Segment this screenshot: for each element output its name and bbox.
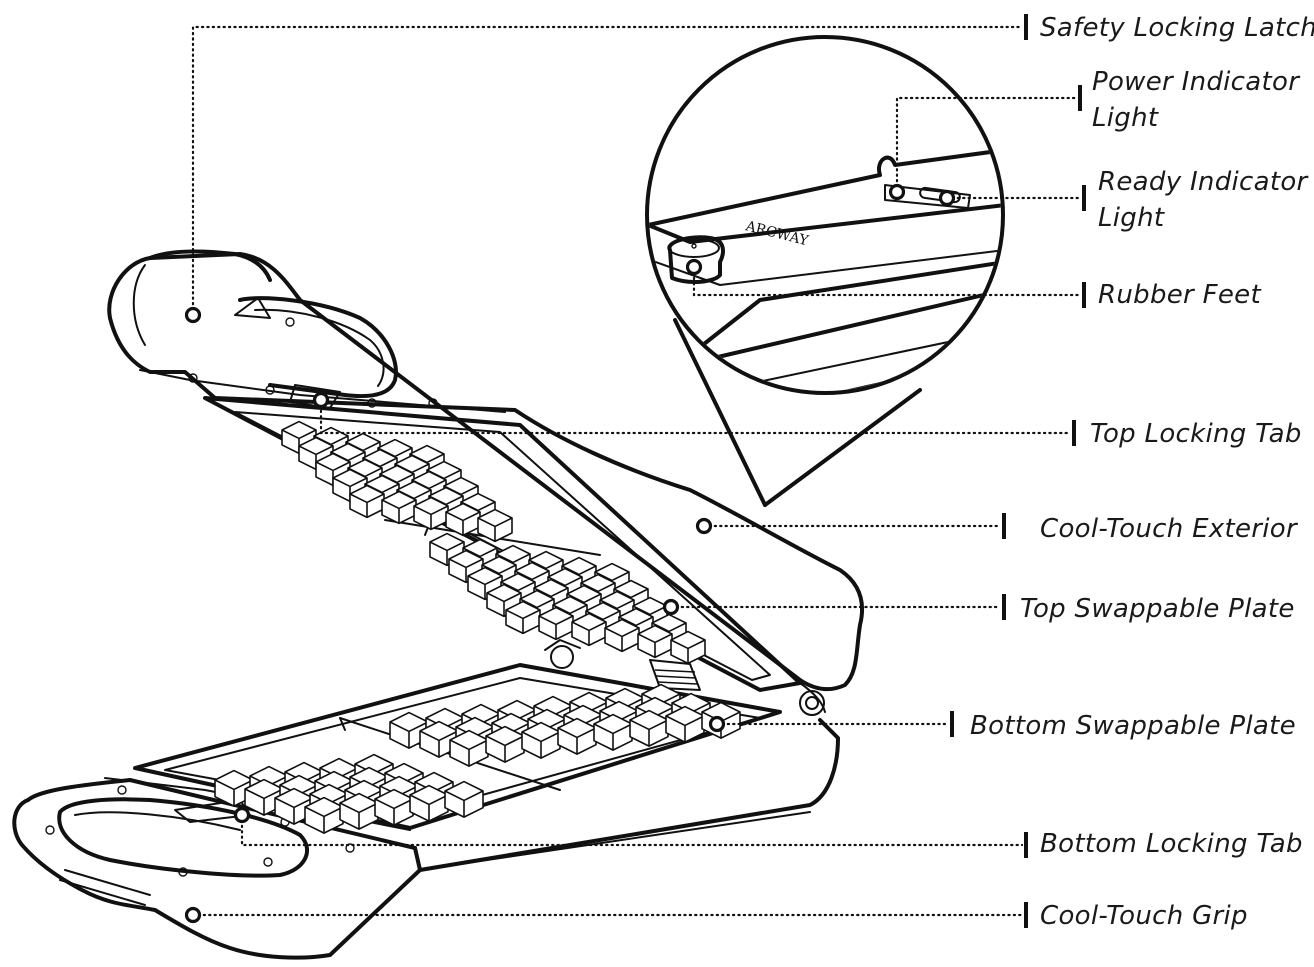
ready-indicator-light-marker: [938, 189, 956, 207]
safety-locking-latch-label: Safety Locking Latch: [1040, 13, 1314, 43]
bottom-locking-tab-leader-line: [240, 813, 1024, 847]
magnified-inset: ARCWAY: [645, 35, 1005, 507]
ready-indicator-light-label-line: Light: [1098, 203, 1165, 233]
top-swappable-plate-marker: [662, 598, 680, 616]
waffle-cube: [419, 720, 459, 758]
rubber-feet-leader-line: [692, 265, 1082, 297]
cool-touch-exterior-marker: [695, 517, 713, 535]
cool-touch-exterior-label: Cool-Touch Exterior: [1040, 514, 1299, 544]
top-swappable-plate-label-line: Top Swappable Plate: [1020, 594, 1295, 624]
safety-locking-latch-tick: [1024, 14, 1028, 40]
bottom-plate-waffle-grid: [214, 683, 741, 834]
waffle-cube: [604, 618, 640, 653]
top-swappable-plate-tick: [1002, 594, 1006, 620]
bottom-swappable-plate-marker: [708, 715, 726, 733]
bottom-locking-tab-label-line: Bottom Locking Tab: [1040, 829, 1303, 859]
ready-indicator-light-label-line: Ready Indicator: [1098, 167, 1310, 197]
bottom-locking-tab-marker: [233, 806, 251, 824]
waffle-cube: [557, 717, 597, 755]
cool-touch-grip-tick: [1024, 902, 1028, 928]
power-indicator-light-marker: [888, 183, 906, 201]
waffle-cube: [214, 769, 254, 807]
waffle-cube: [409, 784, 449, 822]
top-swappable-plate-label: Top Swappable Plate: [1020, 594, 1295, 624]
waffle-cube: [304, 796, 344, 834]
bottom-swappable-plate-tick: [950, 711, 954, 737]
bottom-locking-tab-tick: [1024, 832, 1028, 858]
cool-touch-grip-marker: [184, 906, 202, 924]
waffle-cube: [485, 725, 525, 763]
top-locking-tab-label-line: Top Locking Tab: [1090, 419, 1302, 449]
rubber-feet-label: Rubber Feet: [1098, 280, 1261, 310]
rubber-feet-marker: [685, 258, 703, 276]
top-locking-tab-marker: [312, 391, 330, 409]
rubber-feet-tick: [1082, 282, 1086, 308]
bottom-swappable-plate-label: Bottom Swappable Plate: [970, 711, 1296, 741]
waffle-cube: [445, 502, 481, 537]
waffle-cube: [477, 508, 513, 543]
safety-locking-latch-label-line: Safety Locking Latch: [1040, 13, 1314, 43]
cool-touch-grip-label-line: Cool-Touch Grip: [1040, 901, 1248, 931]
rubber-feet-label-line: Rubber Feet: [1098, 280, 1261, 310]
power-indicator-light-label-line: Light: [1092, 103, 1159, 133]
power-indicator-light-leader-line: [895, 96, 1078, 194]
waffle-cube: [521, 721, 561, 759]
cool-touch-exterior-label-line: Cool-Touch Exterior: [1040, 514, 1299, 544]
ready-indicator-light-tick: [1082, 185, 1086, 211]
safety-locking-latch-marker: [184, 306, 202, 324]
waffle-cube: [381, 490, 417, 525]
callout-markers: [184, 183, 956, 924]
waffle-cube: [593, 713, 633, 751]
waffle-cube: [670, 630, 706, 665]
cool-touch-grip-label: Cool-Touch Grip: [1040, 901, 1248, 931]
waffle-cube: [444, 780, 484, 818]
waffle-cube: [339, 792, 379, 830]
top-locking-tab-label: Top Locking Tab: [1090, 419, 1302, 449]
leader-lines: [191, 14, 1086, 928]
top-plate-waffle-grid: [281, 420, 706, 665]
waffle-cube: [665, 705, 705, 743]
waffle-cube: [374, 788, 414, 826]
bottom-swappable-plate-label-line: Bottom Swappable Plate: [970, 711, 1296, 741]
power-indicator-light-tick: [1078, 85, 1082, 111]
waffle-cube: [571, 612, 607, 647]
bottom-locking-tab-label: Bottom Locking Tab: [1040, 829, 1303, 859]
top-locking-tab-leader-line: [319, 398, 1072, 435]
top-locking-tab-tick: [1072, 420, 1076, 446]
waffle-cube: [629, 709, 669, 747]
cool-touch-exterior-tick: [1002, 513, 1006, 539]
safety-locking-latch-leader-line: [191, 25, 1024, 317]
waffle-cube: [449, 729, 489, 767]
power-indicator-light-label-line: Power Indicator: [1092, 67, 1301, 97]
